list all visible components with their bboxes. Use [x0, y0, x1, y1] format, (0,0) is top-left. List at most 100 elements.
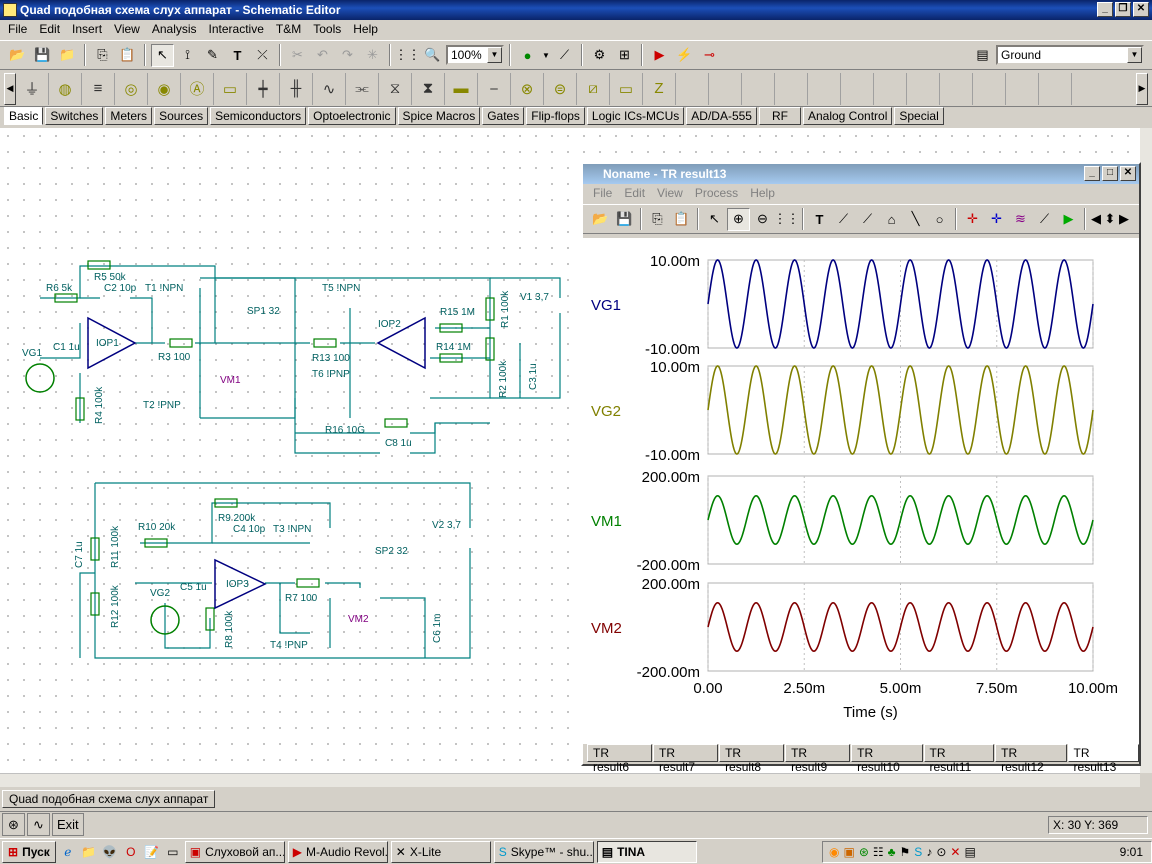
result-menu-file[interactable]: File [593, 186, 613, 200]
result-close-button[interactable]: ✕ [1120, 166, 1136, 181]
ground-tool-icon[interactable]: ⊸ [704, 47, 715, 62]
tray-icon[interactable]: ▤ [964, 845, 976, 859]
menu-tm[interactable]: T&M [275, 22, 302, 36]
exit-button[interactable]: Exit [52, 813, 84, 836]
undo-icon[interactable]: ↶ [317, 47, 328, 62]
tray-icon[interactable]: ♣ [887, 845, 896, 859]
copy-icon[interactable]: ⎘ [652, 211, 663, 226]
dropdown-arrow-icon[interactable]: ▼ [542, 50, 550, 60]
ie-icon[interactable]: ℯ [64, 844, 72, 859]
line-tool-icon[interactable]: ╲ [911, 211, 920, 226]
start-button[interactable]: ⊞ Пуск [2, 840, 56, 863]
open-icon[interactable]: 📁 [59, 47, 76, 62]
task-button-active[interactable]: ▤TINA [596, 840, 697, 863]
tab-tr-result10[interactable]: TR result10 [851, 744, 923, 774]
tab-tr-result11[interactable]: TR result11 [923, 744, 995, 774]
axis-icon[interactable]: ⌂ [887, 211, 896, 227]
node-list-icon[interactable]: ▤ [976, 47, 989, 62]
menu-interactive[interactable]: Interactive [208, 22, 264, 36]
tab-special[interactable]: Special [894, 107, 944, 125]
restore-button[interactable]: ❐ [1115, 2, 1131, 17]
transformer-icon[interactable]: ⫘ [346, 72, 379, 105]
tab-tr-result6[interactable]: TR result6 [587, 744, 653, 774]
component-icon[interactable]: ⊞ [619, 47, 630, 62]
result-minimize-button[interactable]: _ [1084, 166, 1100, 181]
chevron-down-icon[interactable]: ▼ [487, 47, 502, 63]
chevron-down-icon[interactable]: ▼ [1127, 47, 1142, 63]
lamp-icon[interactable]: ⊗ [511, 72, 544, 105]
potentiometer-icon[interactable]: ┿ [247, 72, 280, 105]
tab-flip-flops[interactable]: Flip-flops [526, 107, 585, 125]
fuse-icon[interactable]: ▬ [445, 72, 478, 105]
grid-icon[interactable]: ⋮⋮ [394, 47, 421, 62]
alien-icon[interactable]: 👽 [102, 844, 118, 859]
tab-tr-result8[interactable]: TR result8 [719, 744, 785, 774]
scroll-left-icon[interactable]: ◀ [4, 72, 16, 105]
current-source-icon[interactable]: ◉ [148, 72, 181, 105]
probe-icon[interactable]: ⟋ [1039, 211, 1050, 226]
tab-tr-result13[interactable]: TR result13 [1067, 744, 1139, 774]
result-menu-edit[interactable]: Edit [624, 186, 646, 200]
impedance-icon[interactable]: Z [643, 72, 676, 105]
scroll-right-icon[interactable]: ▶ [1136, 72, 1148, 105]
arrow-left-icon[interactable]: ◀ [1091, 211, 1101, 226]
sine-source-icon[interactable]: ◎ [115, 72, 148, 105]
zoom-in-icon[interactable]: ⊕ [727, 207, 750, 231]
result-menu-help[interactable]: Help [750, 186, 775, 200]
transformer2-icon[interactable]: ⧗ [412, 72, 445, 105]
redo-icon[interactable]: ↷ [342, 47, 353, 62]
resistor-icon[interactable]: ▭ [214, 72, 247, 105]
dc-analysis-icon[interactable]: ● [523, 47, 532, 63]
opera-icon[interactable]: O [126, 844, 136, 859]
cursor-b-icon[interactable]: ✛ [991, 211, 1002, 226]
canvas-horizontal-scrollbar[interactable] [0, 773, 1140, 787]
capacitor-icon[interactable]: ╫ [280, 72, 313, 105]
document-tab[interactable]: Quad подобная схема слух аппарат [2, 790, 216, 808]
cursor-a-icon[interactable]: ✛ [967, 211, 978, 226]
open-folder-icon[interactable]: 📂 [592, 211, 609, 226]
tab-meters[interactable]: Meters [105, 107, 153, 125]
run-icon[interactable]: ▶ [1063, 211, 1074, 226]
tab-basic[interactable]: Basic [4, 107, 44, 125]
cut-icon[interactable]: ✂ [292, 47, 303, 62]
test-probe-icon[interactable]: ⚡ [676, 47, 693, 62]
tray-icon[interactable]: ✕ [950, 845, 961, 859]
canvas-vertical-scrollbar[interactable] [1140, 128, 1152, 773]
rotate-icon[interactable]: ✳ [367, 47, 378, 62]
open-folder-icon[interactable]: 📂 [9, 47, 26, 62]
inductor-icon[interactable]: ∿ [313, 72, 346, 105]
menu-insert[interactable]: Insert [72, 22, 103, 36]
probe-icon[interactable]: ⟋ [559, 47, 570, 62]
curves-icon[interactable]: ≋ [1015, 211, 1026, 226]
tab-semiconductors[interactable]: Semiconductors [210, 107, 307, 125]
save-icon[interactable]: 💾 [34, 47, 51, 62]
tab-tr-result9[interactable]: TR result9 [785, 744, 851, 774]
switch-icon[interactable]: ⎯ [478, 72, 511, 105]
battery-icon[interactable]: ◍ [49, 72, 82, 105]
tab-adda-555[interactable]: AD/DA-555 [686, 107, 757, 125]
menu-analysis[interactable]: Analysis [151, 22, 197, 36]
tab-spice-macros[interactable]: Spice Macros [397, 107, 481, 125]
ammeter-icon[interactable]: Ⓐ [181, 72, 214, 105]
menu-tools[interactable]: Tools [313, 22, 342, 36]
tray-icon[interactable]: S [914, 845, 923, 859]
tray-icon[interactable]: ⊙ [936, 845, 947, 859]
grid-icon[interactable]: ⋮⋮ [773, 211, 800, 226]
variable-resistor-icon[interactable]: ⧄ [577, 72, 610, 105]
select-arrow-icon[interactable]: ↖ [709, 211, 720, 226]
tab-logic-ics[interactable]: Logic ICs-MCUs [586, 107, 685, 125]
save-icon[interactable]: 💾 [616, 211, 633, 226]
menu-view[interactable]: View [114, 22, 140, 36]
node-select[interactable]: Ground ▼ [996, 45, 1144, 65]
zoom-out-icon[interactable]: ⊖ [757, 211, 768, 226]
tray-icon[interactable]: ⊛ [858, 845, 869, 859]
menu-edit[interactable]: Edit [39, 22, 61, 36]
delete-wire-icon[interactable]: ⤫ [257, 47, 268, 62]
tab-tr-result7[interactable]: TR result7 [653, 744, 719, 774]
paste-icon[interactable]: 📋 [673, 211, 690, 226]
task-button[interactable]: ✕X-Lite [390, 840, 491, 863]
pen-icon[interactable]: ✎ [207, 47, 218, 62]
ground-icon[interactable]: ⏚ [16, 72, 49, 105]
task-button[interactable]: ▣Слуховой ап... [184, 840, 285, 863]
